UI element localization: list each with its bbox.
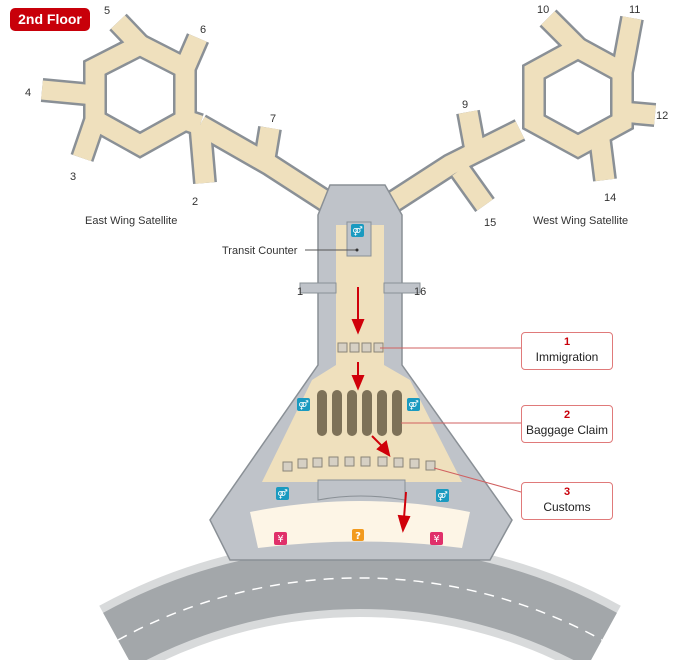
yen-exchange-icon: ¥ — [430, 532, 443, 545]
gate-12: 12 — [656, 110, 668, 122]
gate-6: 6 — [200, 24, 206, 36]
gate-2: 2 — [192, 196, 198, 208]
svg-text:¥: ¥ — [277, 534, 283, 545]
floor-badge: 2nd Floor — [10, 8, 90, 31]
step-immigration: 1 Immigration — [521, 332, 613, 370]
main-terminal — [209, 184, 513, 561]
gate-1: 1 — [297, 286, 303, 298]
gate-5: 5 — [104, 5, 110, 17]
baggage-carousels — [317, 390, 402, 436]
step-label: Immigration — [535, 350, 599, 364]
gate-labels: 1 2 3 4 5 6 7 9 10 11 12 14 15 16 — [25, 4, 668, 298]
west-wing-concourse — [358, 9, 657, 231]
gate-7: 7 — [270, 113, 276, 125]
restroom-icon — [351, 224, 364, 237]
route-arrows — [351, 287, 411, 533]
step-baggage-claim: 2 Baggage Claim — [521, 405, 613, 443]
step-number: 1 — [563, 336, 571, 348]
step-label: Baggage Claim — [525, 423, 609, 437]
restroom-icon — [276, 487, 289, 500]
road — [99, 538, 621, 660]
east-wing-label: East Wing Satellite — [85, 215, 177, 227]
yen-exchange-icon: ¥ — [274, 532, 287, 545]
step-customs: 3 Customs — [521, 482, 613, 520]
gate-16: 16 — [414, 286, 426, 298]
svg-text:⚤: ⚤ — [298, 400, 309, 411]
restroom-icon — [436, 489, 449, 502]
gate-10: 10 — [537, 4, 549, 16]
restroom-icon — [407, 398, 420, 411]
immigration-booths — [337, 342, 384, 353]
gate-15: 15 — [484, 217, 496, 229]
svg-text:⚤: ⚤ — [437, 491, 448, 502]
step-number: 3 — [563, 486, 571, 498]
callout-lines — [305, 248, 522, 493]
svg-text:⚤: ⚤ — [277, 489, 288, 500]
restroom-glyphs: ⚤ ⚤ ⚤ ⚤ ⚤ — [277, 226, 448, 502]
information-icon: ? — [352, 529, 364, 542]
gate-11: 11 — [629, 4, 640, 16]
customs-booths — [282, 456, 436, 472]
svg-text:?: ? — [355, 531, 361, 542]
step-label: Customs — [543, 500, 591, 514]
step-number: 2 — [563, 409, 571, 421]
gate-9: 9 — [462, 99, 468, 111]
svg-text:⚤: ⚤ — [408, 400, 419, 411]
svg-text:⚤: ⚤ — [352, 226, 363, 237]
east-wing-concourse — [40, 13, 362, 231]
svg-text:¥: ¥ — [433, 534, 439, 545]
gate-3: 3 — [70, 171, 76, 183]
restroom-icons — [276, 224, 449, 502]
gate-14: 14 — [604, 192, 616, 204]
transit-counter-label: Transit Counter — [222, 245, 298, 257]
gate-4: 4 — [25, 87, 31, 99]
restroom-icon — [297, 398, 310, 411]
west-wing-label: West Wing Satellite — [533, 215, 628, 227]
